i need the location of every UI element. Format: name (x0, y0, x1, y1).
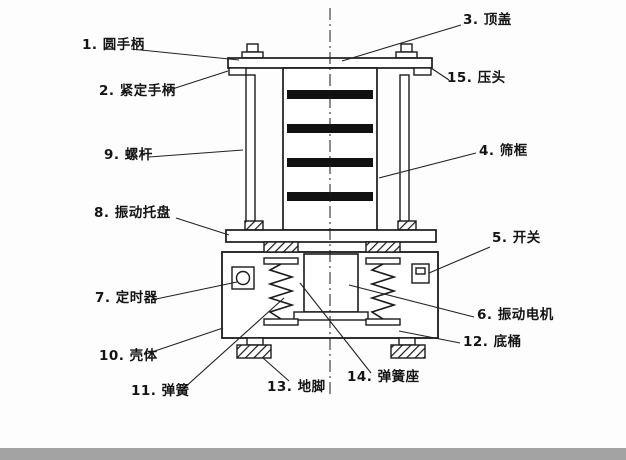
label-press-head: 15. 压头 (447, 70, 506, 86)
vibration-motor-body (293, 253, 369, 321)
tray-connector-right (365, 241, 401, 253)
leader-line-10 (145, 327, 224, 355)
leader-line-11 (182, 297, 285, 390)
leader-line-14 (299, 282, 372, 374)
label-screw-rod: 9. 螺杆 (104, 147, 153, 163)
leader-lines (130, 24, 491, 390)
label-vibration-tray: 8. 振动托盘 (94, 205, 171, 221)
sieve-screen-bar (287, 90, 373, 99)
label-bottom-barrel: 12. 底桶 (463, 334, 522, 350)
label-tightening-handle: 2. 紧定手柄 (99, 83, 176, 99)
leader-line-3 (341, 24, 462, 62)
rod-mount-left (244, 220, 264, 231)
leader-line-4 (378, 152, 477, 179)
sieve-screen-bar (287, 192, 373, 201)
spring-seat-top-right (365, 257, 401, 265)
label-switch: 5. 开关 (492, 230, 541, 246)
leader-line-15 (430, 67, 450, 81)
timer-unit (231, 266, 255, 290)
bottom-gray-bar (0, 448, 626, 460)
press-head-block (413, 67, 432, 76)
leader-line-9 (148, 149, 244, 158)
leader-line-7 (155, 281, 238, 300)
label-top-cover: 3. 顶盖 (463, 12, 512, 28)
leader-line-1 (130, 48, 240, 61)
label-vibration-motor: 6. 振动电机 (477, 307, 554, 323)
spring-seat-top-left (263, 257, 299, 265)
label-spring-seat: 14. 弹簧座 (347, 369, 420, 385)
leader-line-6 (348, 284, 475, 318)
label-foot: 13. 地脚 (267, 379, 326, 395)
spring-left (263, 257, 299, 326)
spring-coil-left (267, 263, 295, 320)
label-housing: 10. 壳体 (99, 348, 158, 364)
foot-left (236, 337, 272, 359)
rod-mount-right (397, 220, 417, 231)
screw-rod-right (399, 74, 410, 223)
screw-rod-left (245, 74, 256, 223)
leader-line-2 (165, 70, 229, 92)
leader-line-5 (428, 246, 491, 274)
spring-seat-bottom-right (365, 318, 401, 326)
label-sieve-frame: 4. 筛框 (479, 143, 528, 159)
spring-right (365, 257, 401, 326)
tray-connector-left (263, 241, 299, 253)
leader-line-8 (175, 217, 230, 236)
round-handle-left (241, 43, 264, 59)
spring-seat-bottom-left (263, 318, 299, 326)
label-spring: 11. 弹簧 (131, 383, 190, 399)
spring-coil-right (369, 263, 397, 320)
switch-unit (411, 263, 430, 284)
vibration-tray-plate (225, 229, 437, 243)
round-handle-right (395, 43, 418, 59)
tightening-clamp-left (228, 67, 247, 76)
leader-line-12 (398, 330, 461, 344)
label-timer: 7. 定时器 (95, 290, 158, 306)
foot-right (390, 337, 426, 359)
machine-drawing (221, 8, 439, 394)
label-round-handle: 1. 圆手柄 (82, 37, 145, 53)
leader-line-13 (262, 357, 290, 382)
